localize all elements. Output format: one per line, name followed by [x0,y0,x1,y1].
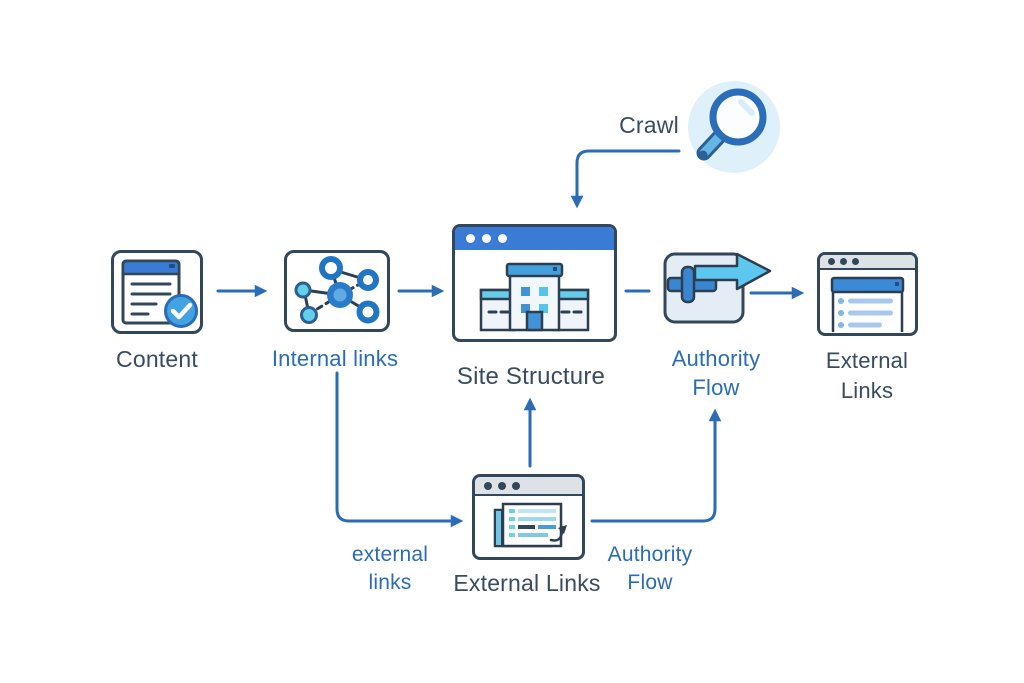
window-dot-icon [498,481,506,490]
arrow-internal-to-externalbottom [335,371,464,528]
arrow-externalbottom-to-authority [590,408,722,523]
browser-list-icon [830,276,905,332]
content-label: Content [116,346,198,372]
internal-links-label: Internal links [271,346,399,371]
crawl-label: Crawl [619,112,679,138]
window-dot-icon [484,481,492,490]
external-links-node [817,252,918,336]
external-links-bottom-label: External Links [453,570,601,596]
content-node [111,250,203,334]
network-graph-icon [294,256,380,324]
window-dot-icon [840,258,847,265]
flow-arrow-icon [663,252,772,324]
external-links-bottom-node [472,474,585,560]
browser-titlebar [820,255,915,270]
internal-links-node [284,250,390,332]
window-dot-icon [512,481,520,490]
site-structure-node [452,224,617,342]
external-links-edge-label: external links [351,543,429,595]
browser-building-icon [479,262,590,332]
window-dot-icon [852,258,859,265]
magnifier-icon [696,88,767,161]
window-dot-icon [498,234,507,243]
browser-pages-icon [493,502,567,548]
document-check-icon [121,259,198,328]
site-structure-label: Site Structure [456,363,606,390]
browser-titlebar [455,227,614,250]
window-dot-icon [466,234,475,243]
authority-flow-edge-label: Authority Flow [607,543,693,595]
window-dot-icon [828,258,835,265]
external-links-label: External Links [825,348,909,403]
browser-titlebar [475,477,582,496]
authority-flow-label: Authority Flow [671,346,761,400]
window-dot-icon [482,234,491,243]
arrow-crawl-to-site [570,149,681,209]
